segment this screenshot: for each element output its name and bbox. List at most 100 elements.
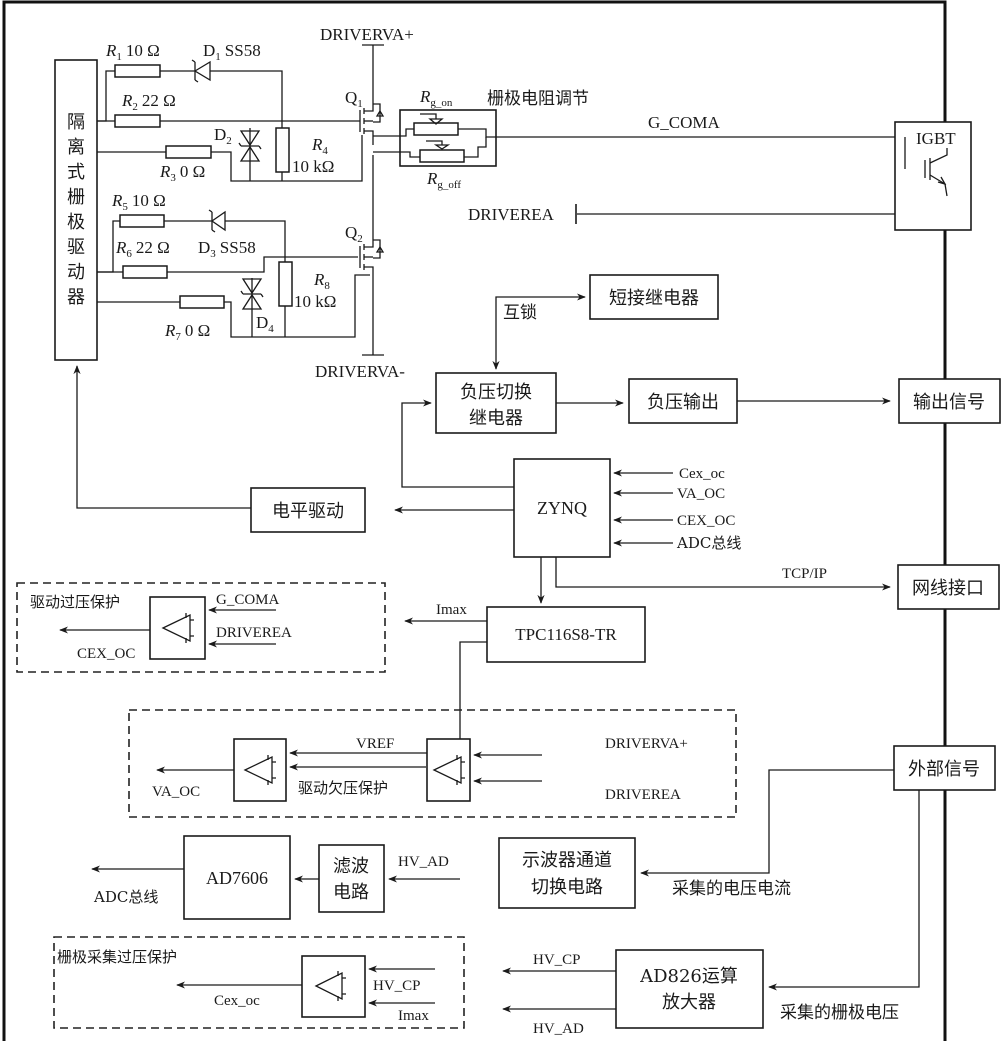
interlock-wire <box>492 293 586 370</box>
resistor-r6 <box>122 265 168 279</box>
igbt-label: IGBT <box>916 129 956 148</box>
ad826-block: AD826运算 放大器 <box>615 949 764 1029</box>
outer-frame <box>2 0 947 1041</box>
tvs-diode-d4-icon <box>240 278 264 310</box>
overvoltage-protection: 驱动过压保护 G_COMA DRIVEREA CEX_OC <box>16 582 386 673</box>
tvs-diode-d2-icon <box>238 130 262 162</box>
r8-value: 10 kΩ <box>294 292 336 311</box>
zynq-inputs: Cex_oc VA_OC CEX_OC ADC总线 <box>613 466 741 552</box>
neg-output-block: 负压输出 <box>628 378 738 424</box>
network-port-label: 网线接口 <box>912 578 984 599</box>
scope-switch-label: 示波器通道 <box>522 850 612 871</box>
d2-label: D2 <box>214 125 232 147</box>
filter-label: 电路 <box>333 882 369 903</box>
hv-cp-label: HV_CP <box>533 952 581 968</box>
resistor-r4 <box>275 127 290 173</box>
uv-output-label: VA_OC <box>152 784 200 800</box>
driverva-minus-label: DRIVERVA- <box>315 362 405 381</box>
comparator-icon <box>161 613 194 643</box>
resistor-r1 <box>114 64 161 78</box>
sampled-vi-label: 采集的电压电流 <box>672 879 791 899</box>
d4-label: D4 <box>256 313 274 335</box>
scope-switch-block: 示波器通道 切换电路 <box>498 837 636 909</box>
gs-input-label: HV_CP <box>373 978 421 994</box>
undervoltage-title: 驱动欠压保护 <box>298 779 388 797</box>
output-signal-label: 输出信号 <box>913 392 985 413</box>
isolated-gate-driver: 隔 离 式 栅 极 驱 动 器 <box>54 59 98 361</box>
external-signal-label: 外部信号 <box>908 759 980 780</box>
scope-switch-label: 切换电路 <box>531 877 603 898</box>
hv-ad-filter-label: HV_AD <box>398 854 449 870</box>
overvoltage-title: 驱动过压保护 <box>30 593 120 611</box>
driverva-plus-label: DRIVERVA+ <box>320 25 414 44</box>
mosfet-q1-icon <box>359 44 385 145</box>
q2-label: Q2 <box>345 223 363 245</box>
gate-resistor-adjust: Rg_on Rg_off 栅极电阻调节 <box>373 87 589 191</box>
g-coma-wire <box>496 136 925 170</box>
uv-input-label: DRIVERVA+ <box>605 736 688 752</box>
adc-bus-label: ADC总线 <box>93 888 158 906</box>
interlock-label: 互锁 <box>503 303 537 323</box>
zynq-input-label: ADC总线 <box>676 534 741 552</box>
resistor-r5 <box>119 214 165 228</box>
gate-driver-char: 器 <box>67 287 85 308</box>
r4-label: R4 <box>311 135 328 157</box>
zynq-label: ZYNQ <box>537 498 587 518</box>
gate-driver-char: 式 <box>67 162 85 183</box>
ov-input-label: G_COMA <box>216 592 280 608</box>
driverea-wire <box>577 196 948 215</box>
gate-driver-char: 隔 <box>67 112 85 133</box>
resistor-r2 <box>114 114 161 128</box>
rg-on-label: Rg_on <box>419 87 453 109</box>
q1-label: Q1 <box>345 88 363 110</box>
gate-driver-char: 极 <box>67 212 85 233</box>
neg-switch-relay-block: 负压切换 继电器 <box>435 372 557 434</box>
filter-block: 滤波 电路 <box>318 844 385 913</box>
short-relay-block: 短接继电器 <box>589 274 719 320</box>
gate-driver-char: 动 <box>67 262 85 283</box>
resistor-r3 <box>165 145 212 159</box>
ov-output-label: CEX_OC <box>77 646 135 662</box>
neg-output-label: 负压输出 <box>647 392 719 413</box>
mosfet-q2-icon <box>359 155 385 356</box>
gate-driver-char: 驱 <box>67 237 85 258</box>
gs-output-label: Cex_oc <box>214 993 260 1009</box>
network-port-block: 网线接口 <box>897 564 1000 610</box>
igbt-block: IGBT <box>894 121 972 231</box>
ad7606-block: AD7606 <box>183 835 291 920</box>
r4-value: 10 kΩ <box>292 157 334 176</box>
tcp-ip-label: TCP/IP <box>782 566 827 582</box>
gate-sample-ov-protection: 栅极采集过压保护 HV_CP Imax Cex_oc <box>53 936 465 1029</box>
zynq-input-label: CEX_OC <box>677 513 735 529</box>
zynq-input-label: Cex_oc <box>679 466 725 482</box>
external-signal-block: 外部信号 <box>893 745 996 791</box>
ad826-label: 放大器 <box>662 992 716 1013</box>
gate-driver-char: 离 <box>67 137 85 158</box>
tpc-label: TPC116S8-TR <box>515 625 617 644</box>
comparator-icon <box>243 755 276 785</box>
gate-sample-ov-title: 栅极采集过压保护 <box>57 948 177 966</box>
resistor-rg-off <box>419 149 465 163</box>
imax-label: Imax <box>436 602 467 618</box>
filter-label: 滤波 <box>333 856 369 877</box>
ad7606-label: AD7606 <box>206 868 268 888</box>
tpc-block: TPC116S8-TR <box>486 606 646 663</box>
driverea-label: DRIVEREA <box>468 205 555 224</box>
ov-input-label: DRIVEREA <box>216 625 292 641</box>
gate-resistor-adjust-label: 栅极电阻调节 <box>487 89 589 109</box>
sampled-gate-v-label: 采集的栅极电压 <box>780 1003 899 1023</box>
r8-label: R8 <box>313 270 330 292</box>
undervoltage-protection: VREF 驱动欠压保护 DRIVERVA+ DRIVEREA VA_OC <box>128 709 737 818</box>
level-drive-block: 电平驱动 <box>250 487 366 533</box>
gs-input-label: Imax <box>398 1008 429 1024</box>
resistor-r8 <box>278 261 293 307</box>
comparator-icon <box>314 971 346 1001</box>
g-coma-label: G_COMA <box>648 113 721 132</box>
